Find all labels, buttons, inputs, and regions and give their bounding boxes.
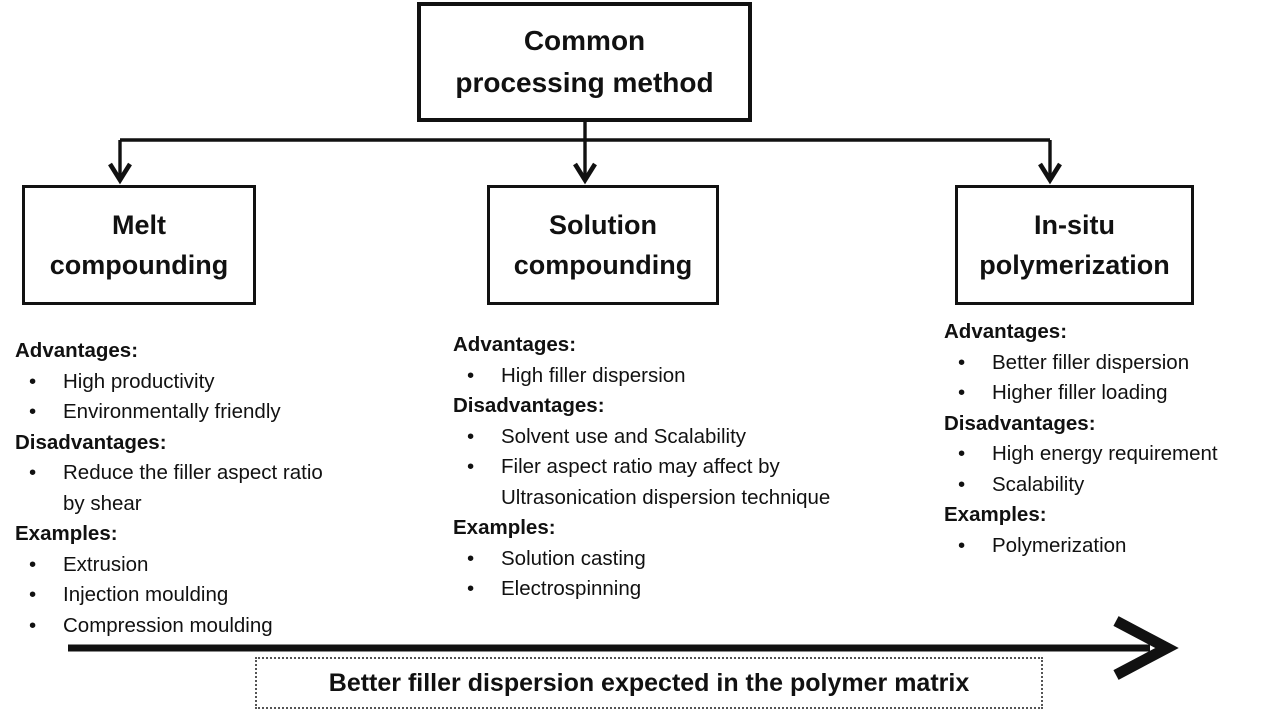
melt-compounding-details: Advantages: High productivity Environmen…: [15, 336, 367, 641]
down-arrowhead-middle: [573, 162, 597, 185]
caption-text: Better filler dispersion expected in the…: [328, 668, 970, 697]
tree-connector-lines: [118, 121, 1052, 177]
examples-heading: Examples:: [944, 503, 1047, 526]
advantages-heading: Advantages:: [453, 333, 577, 356]
node-title: Common processing method: [455, 25, 714, 98]
list-item: Reduce the filler aspect ratio by shear: [15, 458, 367, 519]
list-item: Polymerization: [944, 531, 1260, 562]
disadvantages-heading: Disadvantages:: [15, 430, 167, 454]
node-common-processing-method: Common processing method: [417, 2, 752, 122]
list-item: High filler dispersion: [453, 361, 885, 392]
list-item: Solvent use and Scalability: [453, 422, 885, 453]
list-item: Injection moulding: [15, 580, 367, 611]
node-melt-compounding: Melt compounding: [22, 185, 256, 305]
node-title: Solution compounding: [513, 210, 693, 280]
advantages-heading: Advantages:: [15, 339, 139, 362]
list-item: Compression moulding: [15, 611, 367, 642]
insitu-polymerization-details: Advantages: Better filler dispersion Hig…: [944, 317, 1260, 561]
down-arrowhead-right: [1038, 162, 1062, 185]
list-item: Higher filler loading: [944, 378, 1260, 409]
list-item: Scalability: [944, 470, 1260, 501]
node-insitu-polymerization: In-situ polymerization: [955, 185, 1194, 305]
disadvantages-heading: Disadvantages:: [453, 394, 605, 417]
advantages-heading: Advantages:: [944, 320, 1068, 343]
node-title: Melt compounding: [49, 210, 229, 280]
list-item: Extrusion: [15, 550, 367, 581]
solution-compounding-details: Advantages: High filler dispersion Disad…: [453, 330, 885, 605]
bottom-arrowhead-right: [1113, 616, 1179, 680]
list-item: Better filler dispersion: [944, 348, 1260, 379]
list-item: Solution casting: [453, 544, 885, 575]
down-arrowhead-left: [108, 162, 132, 185]
list-item: High energy requirement: [944, 439, 1260, 470]
list-item: High productivity: [15, 367, 367, 398]
node-solution-compounding: Solution compounding: [487, 185, 719, 305]
examples-heading: Examples:: [15, 522, 118, 545]
list-item: Filer aspect ratio may affect by Ultraso…: [453, 452, 885, 513]
examples-heading: Examples:: [453, 516, 556, 539]
list-item: Electrospinning: [453, 574, 885, 605]
disadvantages-heading: Disadvantages:: [944, 411, 1096, 435]
dispersion-gradient-caption: Better filler dispersion expected in the…: [255, 657, 1043, 709]
list-item: Environmentally friendly: [15, 397, 367, 428]
node-title: In-situ polymerization: [979, 210, 1170, 280]
